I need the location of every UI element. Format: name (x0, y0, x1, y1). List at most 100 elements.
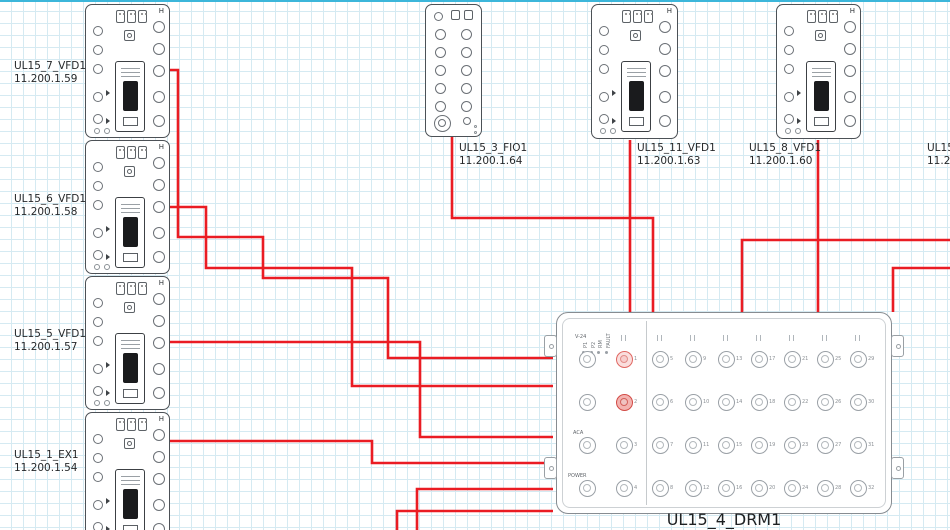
port-number: 9 (703, 356, 707, 362)
device-ul15-11-vfd1[interactable]: H (591, 4, 678, 139)
port-group-label: ACA (573, 430, 584, 436)
port-number: 8 (670, 485, 674, 491)
module-code-letter: H (158, 143, 164, 151)
device-ul15-6-vfd1[interactable]: H (85, 140, 170, 274)
module-symbol-icon (124, 302, 135, 313)
left-port (93, 228, 103, 238)
m12-port (783, 436, 801, 454)
right-port (153, 43, 165, 55)
marker-triangle-icon (612, 118, 616, 124)
terminal-pin (122, 421, 125, 423)
terminal-pin (119, 285, 121, 287)
drive-body (621, 61, 651, 132)
vent-line (121, 480, 140, 481)
m12-port-inner (854, 398, 863, 407)
left-port (93, 386, 103, 396)
m12-port-inner (656, 398, 665, 407)
right-port (659, 65, 671, 77)
module-symbol-icon (124, 438, 135, 449)
right-port (844, 91, 856, 103)
pin-label-mark (694, 335, 695, 341)
wire-drm-to-offscreen-bottom-2[interactable] (395, 509, 553, 530)
device-ul15-3-fio1[interactable] (425, 4, 482, 137)
port-number: 29 (868, 356, 875, 362)
pin-label-mark (789, 335, 790, 341)
drive-display (123, 353, 138, 383)
right-port (153, 201, 165, 213)
io-port (460, 28, 472, 40)
m12-port-fault (615, 350, 633, 368)
terminal-pin (141, 421, 143, 423)
right-port (153, 179, 165, 191)
terminal-pin (636, 13, 638, 15)
m12-port (849, 436, 867, 454)
port-number: 23 (802, 442, 809, 448)
right-port (153, 315, 165, 327)
port-number: 11 (703, 442, 710, 448)
io-port (460, 64, 472, 76)
port-number: 18 (769, 399, 776, 405)
bottom-port (600, 128, 606, 134)
terminal-block-icon (818, 10, 827, 23)
drawing-frame-line (0, 0, 950, 2)
pin-label-mark (727, 335, 728, 341)
left-port (599, 26, 609, 36)
wire-ul15-5-vfd1-to-drm[interactable] (170, 340, 553, 439)
marker-triangle-icon (106, 498, 110, 504)
bottom-port (104, 400, 110, 406)
m12-port (816, 479, 834, 497)
marker-triangle-icon (106, 390, 110, 396)
module-symbol-icon (815, 30, 826, 41)
power-port-inner (438, 119, 446, 127)
left-port (93, 45, 103, 55)
left-port (93, 114, 103, 124)
wire-ul15-6-vfd1-to-drm[interactable] (170, 205, 553, 388)
io-port (434, 46, 446, 58)
device-ul15-8-vfd1[interactable]: H (776, 4, 861, 139)
device-ul15-1-ex1[interactable]: H (85, 412, 170, 530)
left-port (93, 317, 103, 327)
terminal-pin (144, 13, 147, 15)
wire-drm-to-offscreen-right-2[interactable] (891, 266, 950, 312)
port-number: 19 (769, 442, 776, 448)
terminal-pin (141, 13, 143, 15)
terminal-block-icon (116, 418, 125, 431)
right-port (153, 499, 165, 511)
right-port (153, 115, 165, 127)
m12-port-inner (788, 398, 797, 407)
wire-ul15-3-fio1-to-drm[interactable] (450, 137, 655, 312)
aux-port (463, 117, 471, 125)
right-port (153, 91, 165, 103)
mounting-tab (891, 457, 904, 479)
wire-drm-to-offscreen-right-1[interactable] (740, 238, 950, 312)
wire-drm-to-offscreen-bottom-1[interactable] (415, 487, 553, 530)
terminal-pin (144, 285, 147, 287)
vent-line (121, 340, 140, 341)
wire-ul15-1-ex1-to-drm[interactable] (170, 439, 553, 465)
port-number: 13 (736, 356, 743, 362)
module-symbol-circle (127, 33, 133, 39)
device-ul15-7-vfd1[interactable]: H (85, 4, 170, 138)
m12-port (684, 436, 702, 454)
aux-port (578, 436, 596, 454)
m12-port-inner (821, 355, 830, 364)
m12-port (615, 479, 633, 497)
pin-label-mark (657, 335, 658, 341)
terminal-block-icon (138, 282, 147, 295)
right-port (659, 21, 671, 33)
mounting-hole (895, 466, 901, 471)
pin-label-mark (859, 335, 860, 341)
module-code-letter: H (158, 279, 164, 287)
wire-ul15-7-vfd1-to-drm[interactable] (170, 68, 553, 360)
device-ul15-5-vfd1[interactable]: H (85, 276, 170, 410)
m12-port-inner (689, 484, 698, 493)
drive-terminal (123, 389, 138, 398)
pin-label-mark (690, 335, 691, 341)
m12-port-inner (722, 398, 731, 407)
vent-line (121, 204, 140, 205)
m12-port (783, 350, 801, 368)
pin-label-mark (756, 335, 757, 341)
terminal-block-icon (127, 146, 136, 159)
port-number: 32 (868, 485, 875, 491)
